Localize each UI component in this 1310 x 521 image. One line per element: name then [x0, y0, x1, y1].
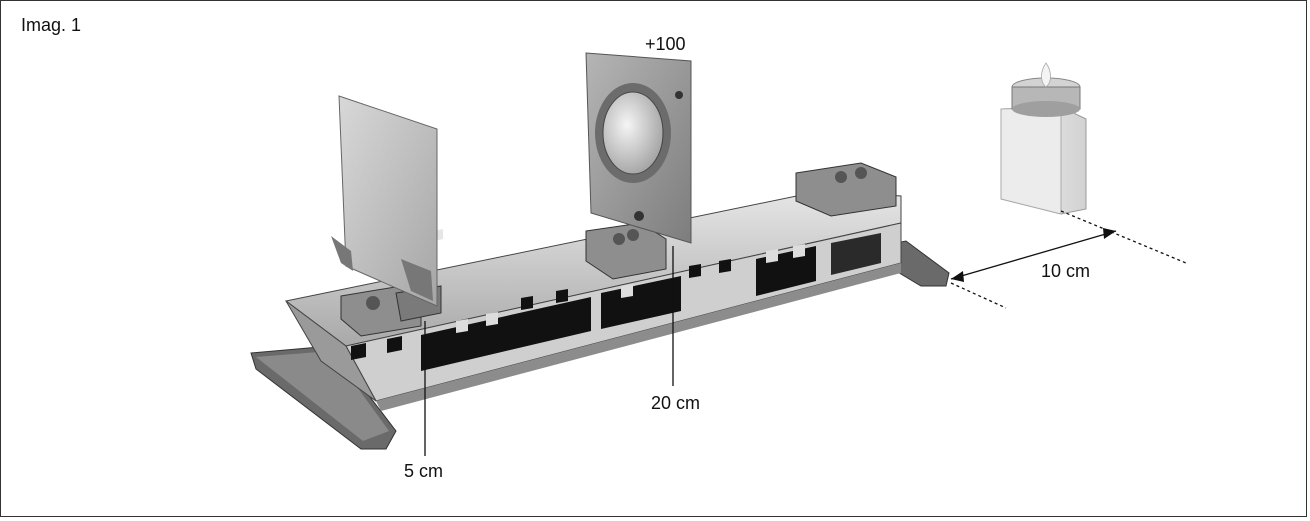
scale-markings: [351, 229, 881, 371]
dashed-guide-candle: [1060, 210, 1187, 264]
figure-caption: Imag. 1: [21, 15, 82, 35]
lens-holder-base: [585, 222, 667, 280]
right-rider: [795, 162, 897, 217]
lens-position-label: 20 cm: [651, 393, 701, 413]
screen-position-label: 5 cm: [404, 461, 444, 481]
arrowhead-left-icon: [951, 271, 964, 282]
candle-distance-arrow: [950, 230, 1117, 280]
arrowhead-right-icon: [1103, 228, 1116, 239]
converging-lens-holder: [585, 52, 692, 244]
lens-power-label: +100: [645, 34, 686, 54]
measurement-lines: [424, 210, 1187, 456]
dashed-guide-bench: [950, 282, 1007, 309]
candle-distance-label: 10 cm: [1041, 261, 1091, 281]
projection-screen: [331, 95, 438, 307]
tealight-candle-in-glass: [1000, 62, 1087, 215]
